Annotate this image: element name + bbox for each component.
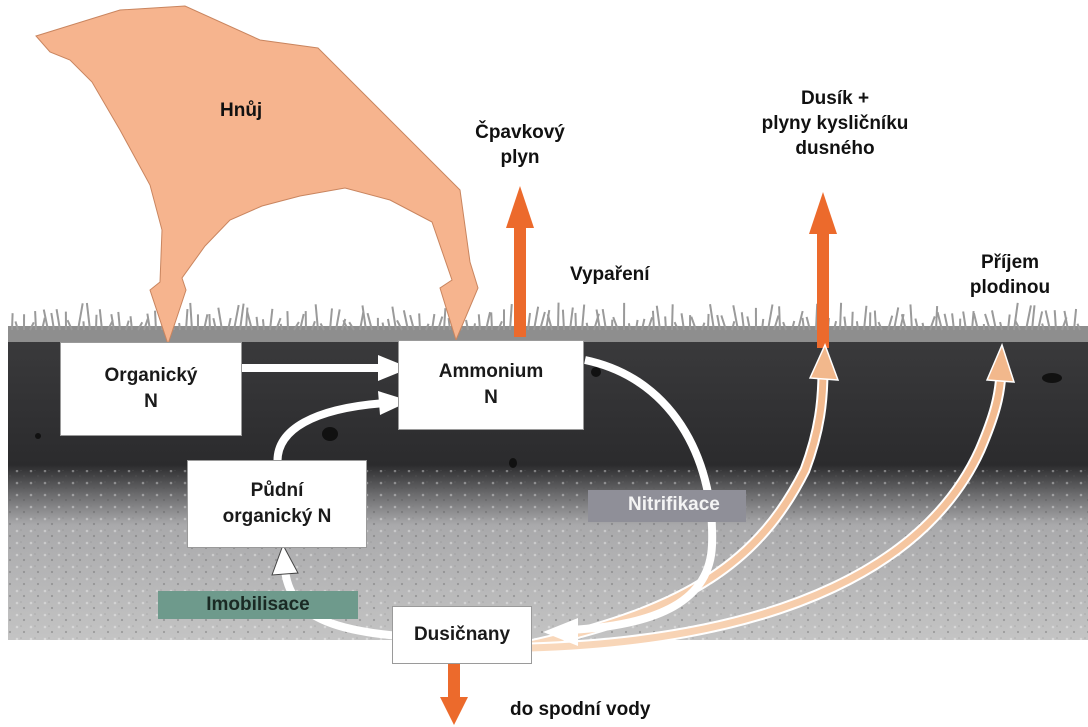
grass-blade [263,319,264,330]
grass-blade [857,321,858,330]
grass-blade [491,312,492,330]
grass-blade [936,306,937,330]
grass-blade [257,317,258,330]
grass-blade [209,314,210,330]
label-vypareni: Vypaření [570,262,650,287]
grass-blade [575,313,576,330]
label-prijem-line1: Příjem [950,250,1070,275]
label-hnuj-text: Hnůj [220,98,262,123]
box-organicky-line2: N [144,389,158,415]
grass-blade [762,319,763,330]
grass-blade [563,310,564,330]
label-do-spodni-vody: do spodní vody [510,697,650,722]
label-dusik-line3: dusného [745,136,925,161]
box-ammonium-n: Ammonium N [398,340,584,430]
grass-blade [190,303,192,330]
grass-blade [1055,310,1056,330]
tag-imobilisace: Imobilisace [158,591,358,619]
grass-blade [96,315,97,330]
box-pudni-line2: organický N [223,504,332,530]
grass-blade [558,303,559,330]
label-dusik-line1: Dusík + [745,86,925,111]
grass-blade [287,311,288,330]
label-cpavkovy-plyn: Čpavkový plyn [455,120,585,170]
grass-blade [246,308,247,330]
tag-imobilisace-label: Imobilisace [206,594,310,615]
grass-blade [419,313,420,330]
grass-blade [479,314,480,330]
label-dusik-line2: plyny kysličníku [745,111,925,136]
label-do-spodni-vody-text: do spodní vody [510,697,650,722]
box-dusicnany: Dusičnany [392,606,532,664]
grass-blade [653,311,654,330]
box-ammonium-line2: N [484,385,498,411]
grass-blade [35,311,36,330]
label-vypareni-text: Vypaření [570,262,650,287]
grass-blade [779,306,780,330]
arrow-do-spodni-vody [440,662,468,725]
tag-nitrifikace: Nitrifikace [588,490,746,522]
label-cpavkovy-line2: plyn [455,145,585,170]
grass-blade [281,324,282,330]
grass-blade [840,303,841,330]
grass-blade [587,323,588,330]
box-ammonium-line1: Ammonium [439,359,544,385]
grass-blade [665,316,666,330]
grass-blade [852,312,853,330]
grass-blade [708,314,709,330]
label-prijem-line2: plodinou [950,275,1070,300]
arrow-dusik [809,192,837,348]
label-cpavkovy-line1: Čpavkový [455,120,585,145]
box-organicky-line1: Organický [105,363,198,389]
grass-blade [83,321,84,330]
box-organicky-n: Organický N [60,342,242,436]
box-pudni-line1: Půdní [251,478,304,504]
label-dusik-plyny: Dusík + plyny kysličníku dusného [745,86,925,161]
label-hnuj: Hnůj [220,98,262,123]
label-prijem-plodinou: Příjem plodinou [950,250,1070,300]
grass-blade [629,323,630,330]
grass-blade [155,311,156,330]
grass-blade [875,311,876,330]
box-dusicnany-label: Dusičnany [414,622,510,648]
grass-blade [179,323,180,330]
grass-blade [474,323,475,330]
grass-blade [672,304,673,330]
manure-shape [36,6,478,344]
grass-blade [12,313,13,330]
grass-blade [444,308,445,330]
box-pudni-organicky-n: Půdní organický N [187,460,367,548]
tag-nitrifikace-label: Nitrifikace [628,494,720,515]
grass-blade [87,303,90,330]
grass-blade [383,323,384,330]
